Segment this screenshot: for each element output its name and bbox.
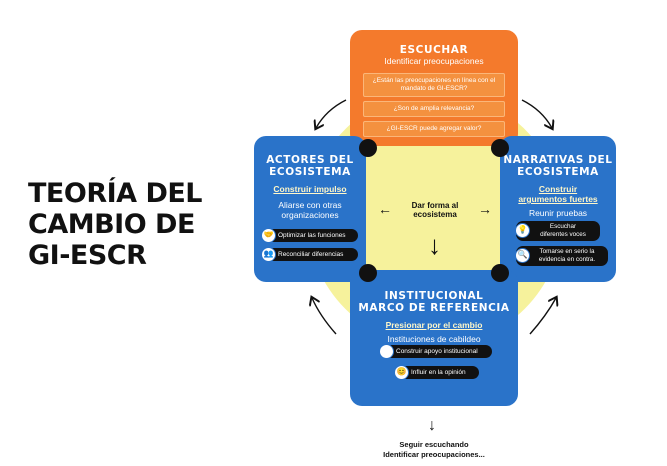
pill-escuchar-label-2: diferentes voces — [540, 231, 586, 238]
question-3: ¿GI-ESCR puede agregar valor? — [363, 121, 505, 137]
center-label-2: ecosistema — [413, 210, 457, 219]
pill-influir-label: Influir en la opinión — [411, 369, 466, 376]
pill-reconciliar-label: Reconciliar diferencias — [278, 251, 344, 258]
pill-escuchar-label-1: Escuchar — [549, 223, 577, 230]
arrow-down-center-icon: ↓ — [428, 230, 441, 260]
box-escuchar-subtitle: Identificar preocupaciones — [384, 56, 484, 66]
lightbulb-icon: 💡 — [515, 223, 530, 238]
box-actores-desc-1: Aliarse con otras — [278, 200, 342, 210]
pill-optimizar-label: Optimizar las funciones — [278, 232, 346, 239]
pill-tomarse-label-2: evidencia en contra. — [538, 256, 596, 263]
box-institucional-action: Presionar por el cambio — [385, 320, 483, 330]
pill-escuchar: 💡 Escuchar diferentes voces — [515, 221, 600, 241]
corner-dot-bottom-left — [359, 264, 377, 282]
box-institucional-desc: Instituciones de cabildeo — [387, 334, 481, 344]
magnifier-icon: 🔍 — [515, 248, 530, 263]
box-narrativas-title-2: ECOSISTEMA — [517, 166, 599, 178]
box-actores-action: Construir impulso — [273, 184, 347, 194]
box-escuchar: ESCUCHAR Identificar preocupaciones ¿Est… — [350, 30, 518, 146]
arrow-left-icon: ← — [378, 201, 392, 217]
arrow-down-footer-icon: ↓ — [428, 417, 436, 434]
box-actores-title-1: ACTORES DEL — [266, 154, 354, 166]
pill-reconciliar: 👥 Reconciliar diferencias — [261, 247, 358, 262]
box-institucional-title-1: INSTITUCIONAL — [384, 290, 484, 302]
pill-construir-apoyo-label: Construir apoyo institucional — [396, 348, 478, 355]
pill-tomarse-label-1: Tomarse en serio la — [539, 248, 595, 255]
pill-optimizar: 🤝 Optimizar las funciones — [261, 228, 358, 243]
box-narrativas-action-1: Construir — [538, 184, 578, 194]
arrow-right-icon: → — [478, 201, 492, 217]
main-title-line-3: GI-ESCR — [28, 240, 147, 271]
main-title-line-1: TEORÍA DEL — [28, 178, 203, 209]
box-narrativas-title-1: NARRATIVAS DEL — [503, 154, 613, 166]
pill-influir: 😊 Influir en la opinión — [394, 365, 479, 380]
pill-tomarse: 🔍 Tomarse en serio la evidencia en contr… — [515, 246, 608, 266]
box-actores-title-2: ECOSISTEMA — [269, 166, 351, 178]
box-institucional-title-2: MARCO DE REFERENCIA — [358, 302, 510, 314]
opinion-icon: 😊 — [394, 365, 409, 380]
pill-construir-apoyo: 🏛 Construir apoyo institucional — [379, 344, 492, 359]
center-label: Dar forma al ecosistema — [404, 201, 466, 219]
cycle-arrow-bottom-right — [529, 298, 556, 335]
footer-text: Seguir escuchando Identificar preocupaci… — [354, 440, 514, 460]
corner-dot-bottom-right — [491, 264, 509, 282]
cycle-arrow-bottom-left — [312, 298, 337, 335]
institution-icon: 🏛 — [379, 344, 394, 359]
handshake-icon: 🤝 — [261, 228, 276, 243]
people-icon: 👥 — [261, 247, 276, 262]
center-label-1: Dar forma al — [411, 201, 459, 210]
corner-dot-top-left — [359, 139, 377, 157]
footer-line-2: Identificar preocupaciones... — [383, 450, 485, 459]
box-narrativas-action-2: argumentos fuertes — [518, 194, 598, 204]
box-escuchar-title: ESCUCHAR — [399, 44, 469, 56]
cycle-arrow-top-right — [521, 99, 552, 128]
box-narrativas-desc: Reunir pruebas — [528, 208, 588, 218]
question-1: ¿Están las preocupaciones en línea con e… — [363, 73, 505, 97]
center-area — [350, 136, 518, 282]
corner-dot-top-right — [491, 139, 509, 157]
box-actores-desc-2: organizaciones — [281, 210, 339, 220]
footer-line-1: Seguir escuchando — [399, 440, 469, 449]
cycle-arrow-top-left — [316, 99, 347, 128]
box-institucional: INSTITUCIONAL MARCO DE REFERENCIA Presio… — [350, 270, 518, 406]
question-2: ¿Son de amplia relevancia? — [363, 101, 505, 117]
main-title: TEORÍA DEL CAMBIO DE GI-ESCR — [28, 178, 228, 271]
main-title-line-2: CAMBIO DE — [28, 209, 195, 240]
